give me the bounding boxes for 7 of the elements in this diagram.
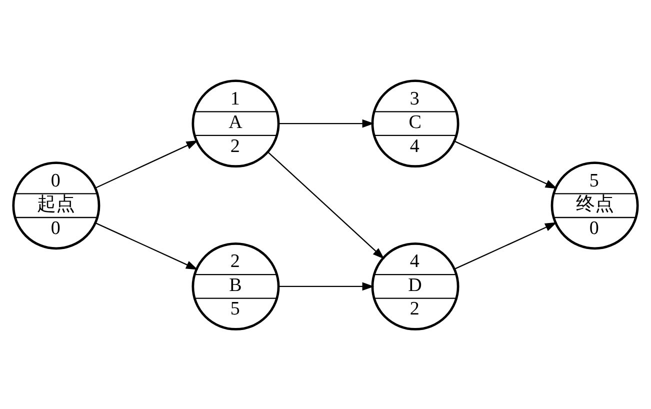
arrow <box>95 140 198 188</box>
arrow <box>454 222 557 270</box>
arrow <box>278 282 374 290</box>
arrow <box>278 118 374 128</box>
arrow <box>268 151 384 259</box>
arrow <box>454 140 558 188</box>
arrow <box>95 222 198 270</box>
